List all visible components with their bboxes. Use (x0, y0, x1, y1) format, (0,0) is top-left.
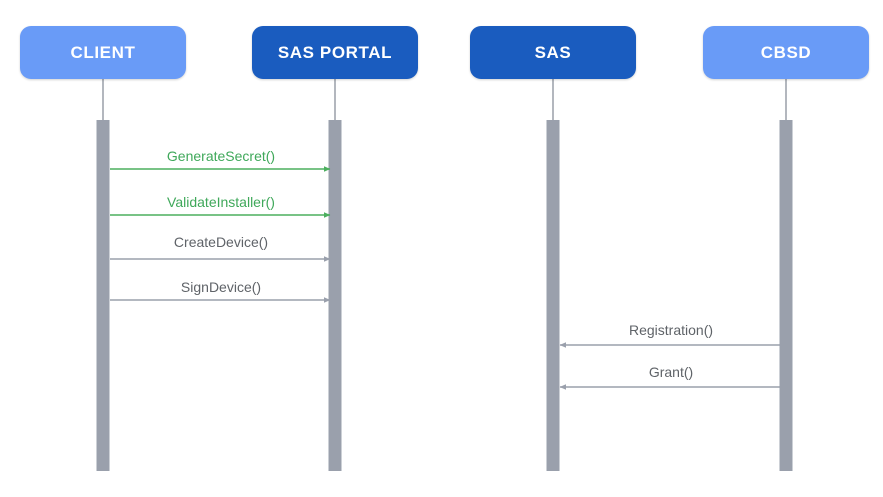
message-label-grant: Grant() (648, 364, 694, 380)
message-arrows-group (110, 166, 780, 390)
actor-box-client[interactable]: CLIENT (20, 26, 186, 79)
activation-bar-sas (546, 120, 560, 471)
actor-label-client: CLIENT (70, 42, 136, 62)
actor-box-cbsd[interactable]: CBSD (703, 26, 869, 79)
activation-bar-cbsd (779, 120, 793, 471)
actor-box-sas[interactable]: SAS (470, 26, 636, 79)
message-label-create-device: CreateDevice() (173, 234, 269, 250)
activation-bar-sas-portal (328, 120, 342, 471)
activation-bar-client (96, 120, 110, 471)
message-label-generate-secret: GenerateSecret() (166, 148, 276, 164)
activation-bars-group (96, 120, 793, 471)
message-label-validate-installer: ValidateInstaller() (167, 194, 275, 210)
actor-label-sas-portal: SAS PORTAL (277, 42, 393, 62)
actor-label-sas: SAS (534, 42, 572, 62)
message-label-sign-device: SignDevice() (180, 279, 262, 295)
actor-box-sas-portal[interactable]: SAS PORTAL (252, 26, 418, 79)
message-label-registration: Registration() (628, 322, 714, 338)
lifelines-group (102, 79, 787, 124)
actor-label-cbsd: CBSD (760, 42, 812, 62)
